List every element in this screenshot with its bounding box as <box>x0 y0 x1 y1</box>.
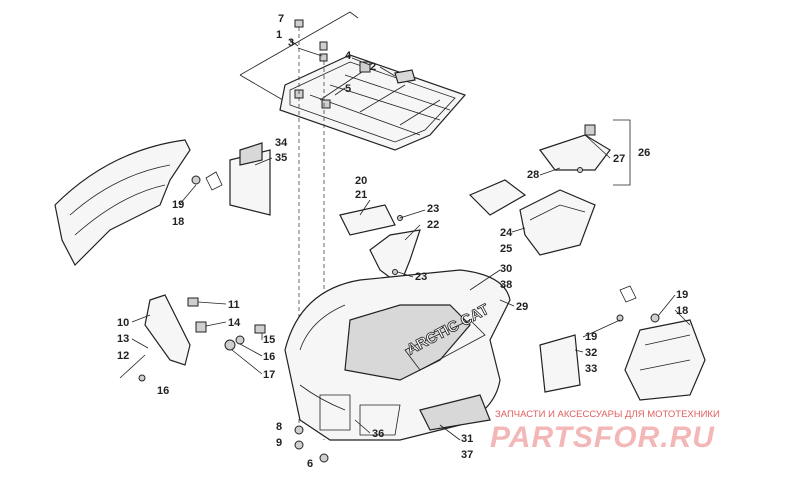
callout-19-right: 19 <box>676 289 688 301</box>
callout-22: 22 <box>427 219 439 231</box>
storage-lid <box>539 124 611 173</box>
access-cover-20 <box>339 204 396 236</box>
callout-2: 2 <box>370 61 376 73</box>
callout-16-right: 16 <box>263 351 275 363</box>
callout-5: 5 <box>345 83 351 95</box>
callout-15: 15 <box>263 334 275 346</box>
watermark-logo: PARTSFOR.RU <box>490 421 715 454</box>
callout-labels: 7 1 3 4 5 2 34 35 19 18 20 21 23 22 23 3… <box>117 13 688 470</box>
callout-36: 36 <box>372 428 384 440</box>
callout-6: 6 <box>307 458 313 470</box>
callout-3: 3 <box>288 37 294 49</box>
callout-16-left: 16 <box>157 385 169 397</box>
callout-4: 4 <box>345 50 352 62</box>
right-side-panel <box>616 285 706 401</box>
callout-35: 35 <box>275 152 287 164</box>
callout-38: 38 <box>500 279 512 291</box>
callout-1: 1 <box>276 29 282 41</box>
callout-32: 32 <box>585 347 597 359</box>
callout-20: 20 <box>355 175 367 187</box>
callout-24: 24 <box>500 227 513 239</box>
decal-2 <box>394 69 416 84</box>
left-side-panel <box>54 139 223 267</box>
callout-7: 7 <box>278 13 284 25</box>
fastener-9 <box>294 440 304 450</box>
watermark-tagline: ЗАПЧАСТИ И АКСЕССУАРЫ ДЛЯ МОТОТЕХНИКИ <box>495 409 720 420</box>
callout-9: 9 <box>276 437 282 449</box>
callout-12: 12 <box>117 350 129 362</box>
callout-31: 31 <box>461 433 473 445</box>
storage-compartment <box>468 179 596 256</box>
decal-32 <box>539 334 581 393</box>
access-panel-22 <box>369 229 421 286</box>
callout-29: 29 <box>516 301 528 313</box>
fastener-6 <box>319 453 329 463</box>
callout-11: 11 <box>228 299 240 311</box>
callout-18-right: 18 <box>676 305 688 317</box>
callout-13: 13 <box>117 333 129 345</box>
watermark: ЗАПЧАСТИ И АКСЕССУАРЫ ДЛЯ МОТОТЕХНИКИ PA… <box>490 409 720 454</box>
callout-19-mid: 19 <box>585 331 597 343</box>
left-headlight-bracket <box>119 294 266 382</box>
fastener-8 <box>294 425 304 435</box>
callout-18-left: 18 <box>172 216 184 228</box>
screw-7 <box>294 19 304 430</box>
callout-25: 25 <box>500 243 512 255</box>
decal-35 <box>239 142 263 166</box>
callout-14: 14 <box>228 317 241 329</box>
callout-28: 28 <box>527 169 539 181</box>
callout-leaders <box>131 39 691 441</box>
callout-30: 30 <box>500 263 512 275</box>
callout-27: 27 <box>613 153 625 165</box>
callout-8: 8 <box>276 421 282 433</box>
callout-23-bottom: 23 <box>415 271 427 283</box>
callout-26: 26 <box>638 147 650 159</box>
callout-37: 37 <box>461 449 473 461</box>
callout-21: 21 <box>355 189 367 201</box>
callout-34: 34 <box>275 137 288 149</box>
front-fender-body <box>284 269 511 441</box>
callout-33: 33 <box>585 363 597 375</box>
callout-23-top: 23 <box>427 203 439 215</box>
callout-17: 17 <box>263 369 275 381</box>
callout-10: 10 <box>117 317 129 329</box>
front-rack <box>239 11 467 151</box>
